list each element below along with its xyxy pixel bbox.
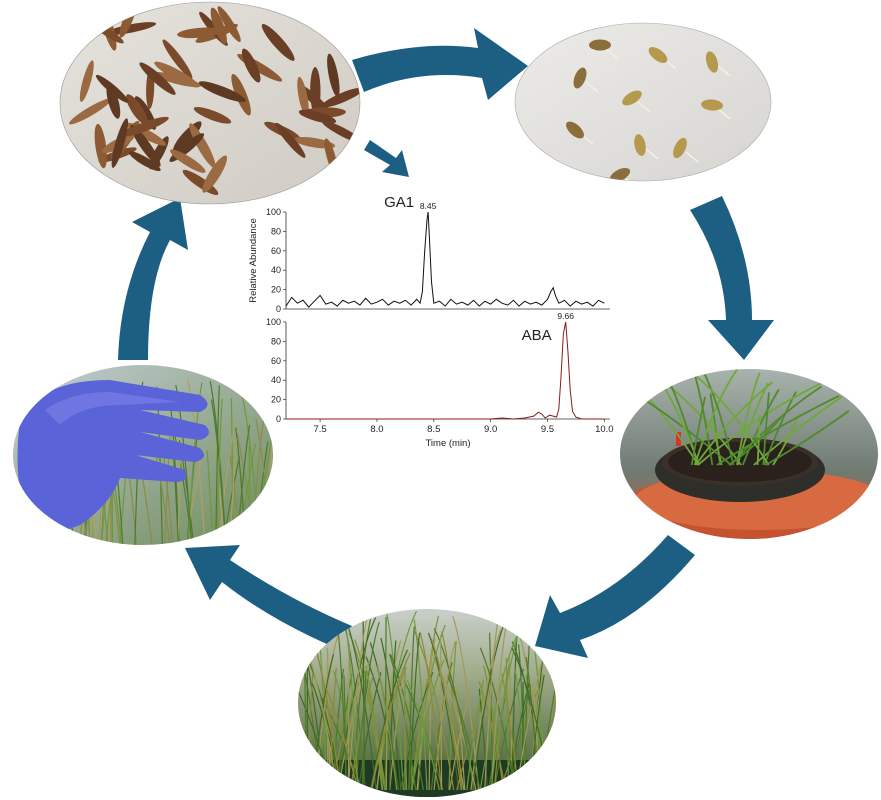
- y-tick-label: 0: [276, 304, 281, 314]
- arrow-seedling-to-mature: [535, 535, 695, 658]
- seed: [210, 7, 227, 45]
- y-tick-label: 100: [266, 317, 281, 327]
- seed: [139, 62, 176, 95]
- seed: [106, 83, 121, 119]
- germination-photo: [514, 22, 772, 182]
- germinated-seed: [609, 168, 631, 181]
- seed: [189, 123, 216, 168]
- aba-trace: [286, 321, 605, 420]
- germinated-seed: [701, 99, 723, 111]
- seed: [94, 123, 107, 169]
- arrow-germination-to-seedling: [690, 196, 774, 360]
- arrow-flowering-to-seeds: [118, 198, 188, 360]
- germinated-seed: [589, 39, 611, 51]
- seed: [231, 73, 251, 116]
- seed-photo: [59, 1, 361, 205]
- germinated-seed: [634, 134, 646, 156]
- y-axis-label: Relative Abundance: [248, 218, 259, 303]
- y-tick-label: 60: [271, 356, 281, 366]
- seed: [217, 6, 241, 42]
- arrow-seeds-to-germination: [352, 28, 528, 100]
- seed: [198, 81, 246, 103]
- germinated-seed: [705, 51, 719, 73]
- aba-label: ABA: [522, 327, 552, 344]
- seed: [321, 87, 360, 108]
- seed: [154, 61, 200, 88]
- y-tick-label: 20: [271, 395, 281, 405]
- y-tick-label: 80: [271, 336, 281, 346]
- germinated-seed: [622, 90, 642, 106]
- y-tick-label: 80: [271, 226, 281, 236]
- seed: [241, 48, 261, 83]
- seed: [69, 98, 112, 125]
- seed: [275, 122, 306, 158]
- germinated-seed: [566, 121, 584, 139]
- seed: [298, 109, 337, 124]
- grass-clump-photo: [298, 609, 556, 797]
- seed: [177, 27, 222, 39]
- y-tick-label: 40: [271, 265, 281, 275]
- y-tick-label: 0: [276, 414, 281, 424]
- arrow-seeds-to-hormone-analysis: [364, 140, 409, 177]
- seed: [79, 60, 94, 102]
- y-tick-label: 100: [266, 207, 281, 217]
- peak-label: 9.66: [557, 311, 574, 321]
- arrow-mature-to-flowering: [185, 545, 352, 648]
- germinated-seed: [573, 67, 587, 89]
- seed: [310, 67, 321, 115]
- seed: [105, 22, 157, 35]
- seed: [126, 94, 148, 126]
- seed: [170, 149, 206, 173]
- y-tick-label: 20: [271, 285, 281, 295]
- x-tick-label: 8.0: [370, 424, 383, 435]
- seed: [261, 23, 295, 61]
- seed: [327, 53, 340, 97]
- seed: [95, 74, 129, 103]
- peak-label: 8.45: [420, 201, 437, 211]
- ga1-trace: [285, 211, 605, 308]
- x-tick-label: 7.5: [313, 424, 326, 435]
- seed: [193, 107, 232, 124]
- x-tick-label: 9.5: [541, 424, 554, 435]
- y-tick-label: 60: [271, 246, 281, 256]
- germinated-seed: [648, 47, 668, 63]
- seedling-photo: [620, 369, 878, 539]
- x-tick-label: 8.5: [427, 424, 440, 435]
- seed: [120, 116, 169, 137]
- seed: [297, 76, 309, 117]
- x-tick-label: 10.0: [595, 424, 614, 435]
- seed: [202, 155, 228, 193]
- x-axis-label: Time (min): [425, 438, 470, 449]
- seed: [162, 39, 193, 79]
- seed: [130, 124, 161, 167]
- seed: [128, 151, 161, 172]
- y-tick-label: 40: [271, 375, 281, 385]
- seed: [111, 118, 129, 168]
- gloved-hand-photo: [13, 365, 273, 545]
- cycle-arrows: [118, 28, 774, 658]
- x-tick-label: 9.0: [484, 424, 497, 435]
- ga1-label: GA1: [384, 194, 414, 211]
- germinated-seed: [673, 137, 687, 159]
